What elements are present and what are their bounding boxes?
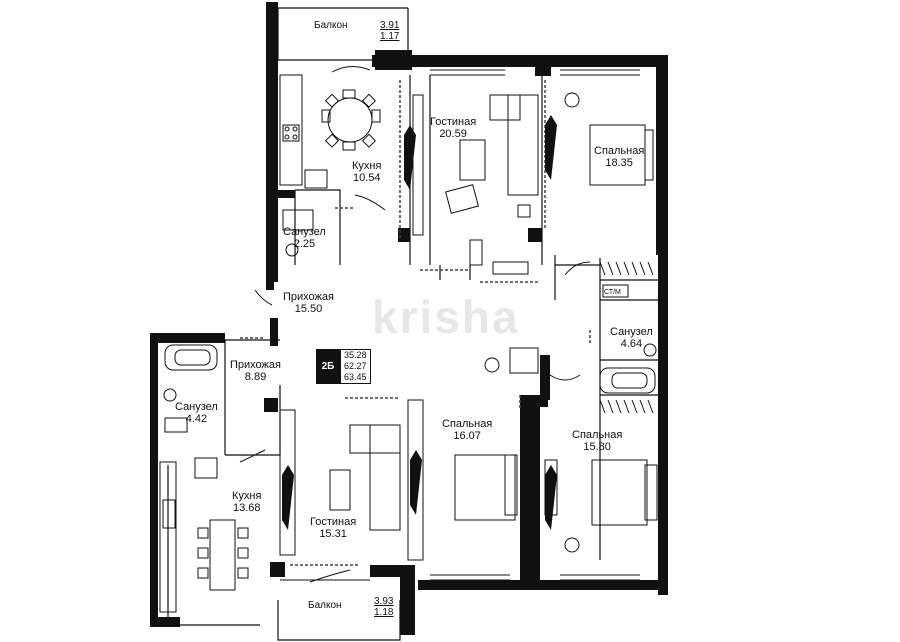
appliance-label: СТ/М: [604, 289, 621, 296]
balcony-top-area2: 1.17: [380, 31, 400, 42]
balcony-bottom-name: Балкон: [308, 600, 342, 611]
balcony-bottom-area: 3.93 1.18: [374, 596, 393, 618]
balcony-bottom-area1: 3.93: [374, 596, 394, 607]
area-living: 35.28: [344, 350, 367, 360]
apartment-code: 2Б: [316, 349, 340, 384]
apartment-areas: 35.28 62.27 63.45: [340, 349, 371, 384]
area-useful: 62.27: [344, 361, 367, 371]
balcony-top-name: Балкон: [314, 20, 348, 31]
watermark: krisha: [372, 291, 520, 343]
balcony-top-area: 3.91 1.17: [380, 20, 399, 42]
balcony-top-area1: 3.91: [380, 20, 400, 31]
area-total: 63.45: [344, 372, 367, 382]
apartment-badge: 2Б 35.28 62.27 63.45: [316, 349, 371, 384]
balcony-bottom-area2: 1.18: [374, 607, 394, 618]
